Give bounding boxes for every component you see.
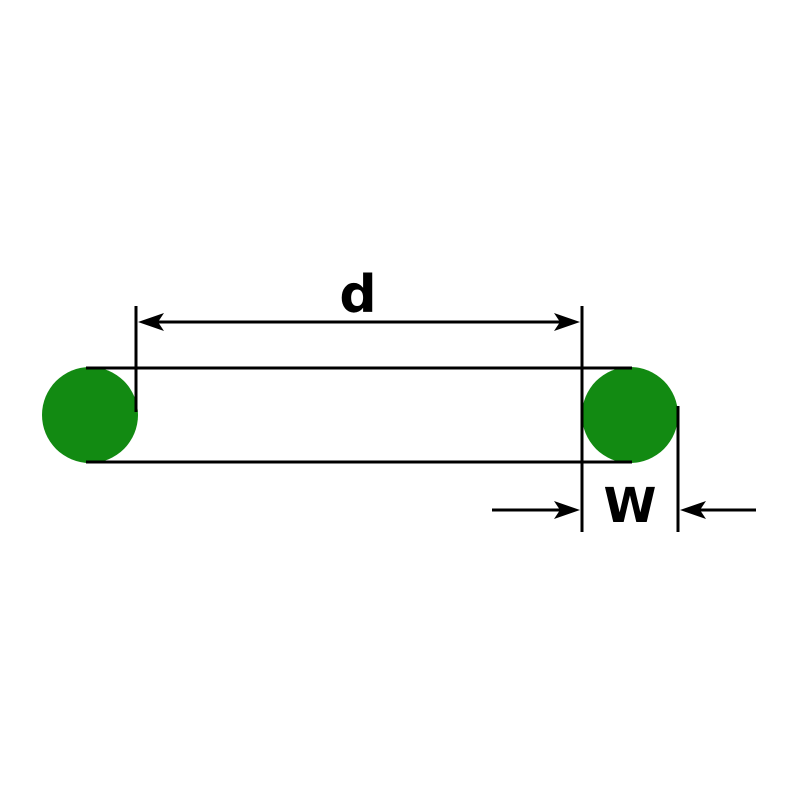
cross-section-width-label: W (604, 478, 657, 534)
arrowheads-and-labels: d W (138, 265, 706, 534)
oring-cross-sections (42, 367, 678, 463)
oring-right-cross-section (582, 367, 678, 463)
dimension-lines (86, 306, 756, 532)
width-arrowhead-left (554, 501, 580, 519)
diameter-arrowhead-right (554, 313, 580, 331)
diameter-arrowhead-left (138, 313, 164, 331)
oring-left-cross-section (42, 367, 138, 463)
inner-diameter-label: d (339, 265, 376, 325)
width-arrowhead-right (680, 501, 706, 519)
